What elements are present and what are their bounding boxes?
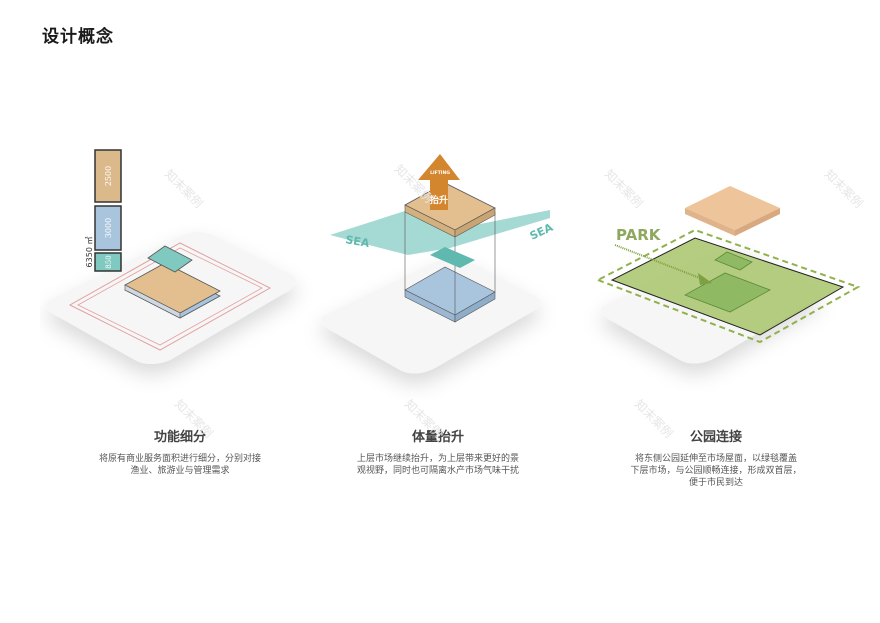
park-label: PARK <box>616 226 662 244</box>
heading-volume-lift: 体量抬升 <box>411 430 464 445</box>
legend-block-2500 <box>94 149 122 203</box>
legend-block-850 <box>94 252 122 272</box>
lift-arrow-icon <box>418 154 460 210</box>
function-split-diagram: 2500 3000 850 6350 ㎡ <box>46 149 296 364</box>
caption-function-split: 功能细分 将原有商业服务面积进行细分，分别对接渔业、旅游业与管理需求 <box>50 426 310 477</box>
volume-lift-diagram: LIFTING 抬升 SEA SEA <box>321 154 556 374</box>
svg-text:3000: 3000 <box>104 218 113 238</box>
panel-park-connection: PARK <box>580 140 861 400</box>
park-arrow-icon <box>614 244 706 281</box>
legend-block-3000 <box>94 205 122 251</box>
sea-label-left: SEA <box>344 233 370 250</box>
svg-text:2500: 2500 <box>104 166 113 186</box>
page-title: 设计概念 <box>42 27 114 47</box>
svg-text:850: 850 <box>105 255 113 268</box>
heading-function-split: 功能细分 <box>153 430 206 445</box>
svg-text:抬升: 抬升 <box>430 194 448 206</box>
park-boundary <box>595 228 861 344</box>
park-connection-diagram: PARK <box>595 186 861 364</box>
panel-volume-lift: LIFTING 抬升 SEA SEA <box>300 140 580 400</box>
heading-park-connection: 公园连接 <box>689 430 742 445</box>
sea-label-right: SEA <box>528 221 556 243</box>
caption-park-connection: 公园连接 将东侧公园延伸至市场屋面，以绿毯覆盖下层市场，与公园顺畅连接，形成双首… <box>586 426 846 489</box>
panel-function-split: 2500 3000 850 6350 ㎡ <box>40 140 320 400</box>
caption-volume-lift: 体量抬升 上层市场继续抬升，为上层带来更好的景观视野，同时也可隔离水产市场气味干… <box>308 426 568 477</box>
total-area-label: 6350 ㎡ <box>85 237 94 268</box>
svg-text:LIFTING: LIFTING <box>430 170 450 176</box>
